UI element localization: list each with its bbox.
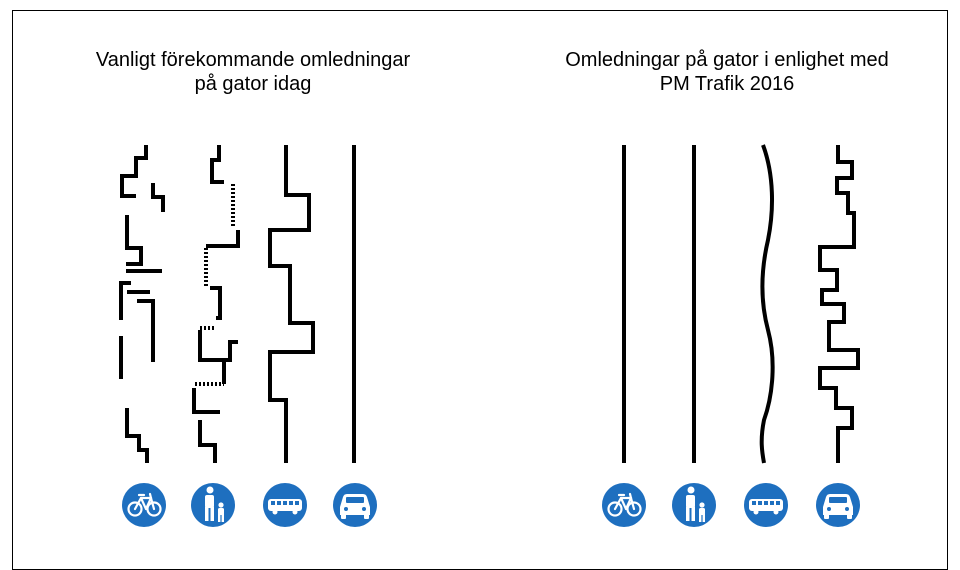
car-icon bbox=[333, 483, 377, 527]
left-routes bbox=[119, 145, 356, 463]
route-bicycle-current bbox=[119, 145, 165, 463]
pedestrian-icon bbox=[191, 483, 235, 527]
left-signs bbox=[122, 483, 377, 527]
bicycle-icon bbox=[602, 483, 646, 527]
left-title-line2: på gator idag bbox=[194, 73, 312, 95]
right-title-line2: PM Trafik 2016 bbox=[659, 73, 795, 95]
route-pedestrian-current bbox=[192, 145, 240, 463]
route-bus-current bbox=[268, 145, 315, 463]
right-signs bbox=[602, 483, 860, 527]
route-bus-recommended bbox=[759, 144, 775, 464]
right-panel-title: Omledningar på gator i enlighet med PM T… bbox=[517, 48, 937, 96]
car-icon bbox=[816, 483, 860, 527]
bus-icon bbox=[744, 483, 788, 527]
left-panel-title: Vanligt förekommande omledningar på gato… bbox=[43, 48, 463, 96]
bus-icon bbox=[263, 483, 307, 527]
right-title-line1: Omledningar på gator i enlighet med bbox=[565, 49, 889, 71]
route-car-recommended bbox=[818, 145, 860, 463]
left-title-line1: Vanligt förekommande omledningar bbox=[95, 49, 411, 71]
pedestrian-icon bbox=[672, 483, 716, 527]
right-routes bbox=[622, 144, 860, 464]
bicycle-icon bbox=[122, 483, 166, 527]
